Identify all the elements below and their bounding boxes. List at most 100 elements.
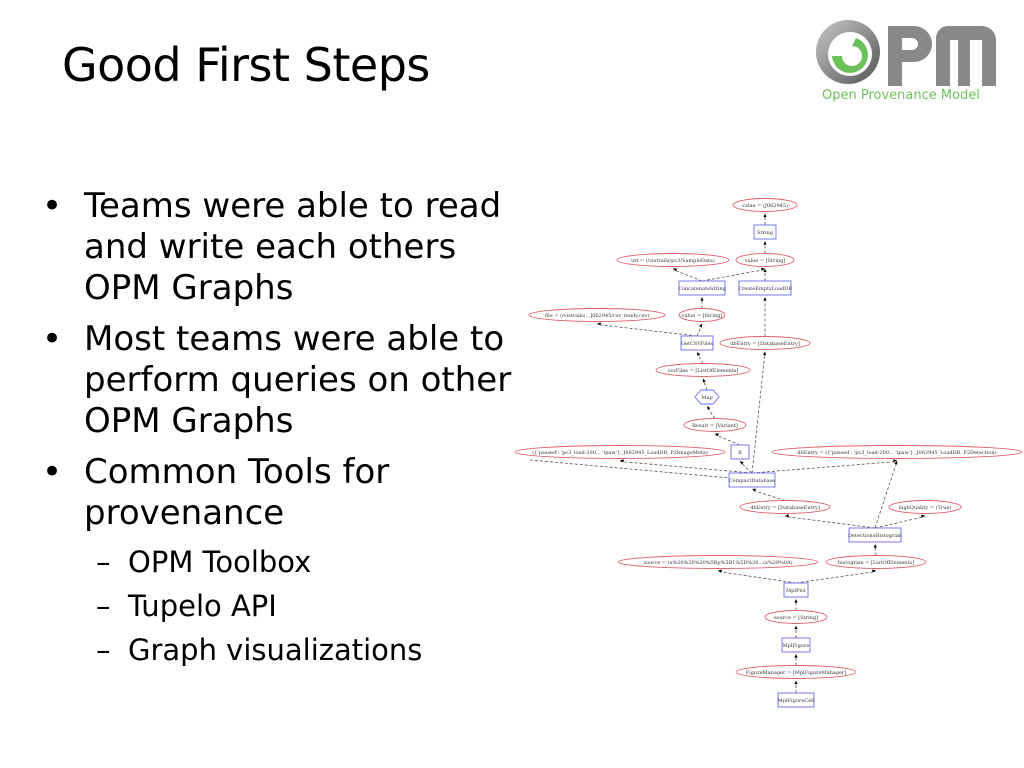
arrowhead-icon	[921, 514, 925, 518]
graph-node-ellipse: dbEntry = ({'passed': 'pc3_load-200... '…	[771, 445, 1023, 459]
artifact-ellipse	[888, 500, 962, 514]
graph-node-ellipse: histogram = [ListOfElements]	[825, 555, 927, 569]
sub-bullet-text: Tupelo API	[128, 589, 277, 623]
arrowhead-icon	[761, 267, 765, 271]
arrowhead-icon	[763, 268, 767, 273]
arrowhead-icon	[700, 297, 704, 301]
artifact-ellipse	[617, 555, 819, 569]
arrowhead-icon	[752, 488, 756, 492]
graph-node-box: MplFigure	[781, 637, 811, 653]
artifact-ellipse	[825, 555, 927, 569]
opm-logo	[816, 20, 996, 86]
graph-node-label: MplFigureCell	[778, 698, 815, 704]
graph-node-label: source = [String]	[774, 615, 818, 621]
graph-node-ellipse: highQuality = (True)	[888, 500, 962, 514]
arrowhead-icon	[872, 569, 876, 573]
graph-edge	[739, 461, 753, 474]
swirl-green	[832, 38, 868, 73]
graph-node-label: dbEntry = [DatabaseEntry]	[750, 505, 820, 511]
arrowhead-icon	[763, 351, 767, 356]
dash-glyph: –	[96, 589, 111, 623]
process-box	[730, 444, 750, 460]
graph-node-hexagon: Map	[694, 389, 720, 405]
artifact-ellipse	[678, 308, 726, 322]
process-box	[728, 472, 776, 488]
arrowhead-icon	[718, 569, 722, 573]
artifact-ellipse	[528, 308, 666, 322]
graph-node-label: csvFiles = [ListOfElements]	[668, 368, 739, 374]
process-box	[753, 224, 777, 240]
artifact-ellipse	[732, 198, 798, 212]
graph-node-label: MplPlot	[786, 588, 806, 594]
arrowhead-icon	[794, 599, 798, 603]
process-box	[783, 582, 809, 598]
graph-node-box: GetCSVFiles	[680, 335, 714, 351]
sub-bullet-text: Graph visualizations	[128, 633, 423, 667]
bullet-item: •Common Tools for provenance –OPM Toolbo…	[40, 452, 530, 672]
bullet-glyph: •	[42, 186, 63, 226]
graph-node-ellipse: dbEntry = [DatabaseEntry]	[739, 500, 831, 514]
graph-node-box: DetectionsHistogram	[848, 527, 902, 543]
sub-bullet-item: –Graph visualizations	[84, 628, 530, 672]
graph-node-box: MplFigureCell	[777, 692, 815, 708]
arrowhead-icon	[763, 297, 767, 301]
graph-node-label: url = (/vistrails/pc3/SampleData)	[631, 257, 715, 264]
arrowhead-icon	[707, 406, 711, 410]
graph-node-label: GetCSVFiles	[681, 341, 713, 347]
graph-edge	[702, 379, 708, 391]
process-box	[777, 692, 815, 708]
artifact-ellipse	[771, 445, 1023, 459]
process-box	[781, 637, 811, 653]
graph-edge	[701, 269, 766, 282]
graph-edge	[619, 461, 753, 474]
graph-node-box: MplPlot	[783, 582, 809, 598]
artifact-ellipse	[764, 610, 828, 624]
graph-node-ellipse: csvFiles = [ListOfElements]	[655, 363, 751, 377]
graph-node-box: If	[730, 444, 750, 460]
graph-node-box: String	[753, 224, 777, 240]
graph-node-ellipse: source = [String]	[764, 610, 828, 624]
graph-node-ellipse: value = [String]	[735, 253, 795, 267]
graph-edge	[717, 571, 797, 584]
process-box	[680, 335, 714, 351]
process-hexagon	[694, 389, 720, 405]
dash-glyph: –	[96, 545, 111, 579]
graph-node-box: CompactDatabase	[728, 472, 776, 488]
graph-node-box: CreateEmptyLoadDB	[738, 280, 792, 296]
arrowhead-icon	[597, 322, 601, 326]
graph-node-label: dbEntry = ({'passed': 'pc3_load-200... '…	[797, 449, 996, 456]
graph-edge	[672, 269, 703, 282]
slide-title: Good First Steps	[62, 38, 430, 92]
arrowhead-icon	[794, 680, 798, 685]
process-box	[738, 280, 792, 296]
sub-bullet-item: –OPM Toolbox	[84, 540, 530, 584]
arrowhead-icon	[785, 514, 789, 518]
graph-edge	[751, 352, 766, 474]
arrowhead-icon	[893, 459, 897, 463]
graph-node-ellipse: FigureManager = [MplFigureManager]	[735, 665, 857, 679]
arrowhead-icon	[794, 654, 798, 658]
arrowhead-icon	[697, 352, 701, 356]
arrowhead-icon	[699, 323, 702, 328]
graph-node-label: highQuality = (True)	[899, 504, 952, 511]
graph-node-label: value = (J062945)	[741, 202, 788, 209]
graph-edge	[751, 461, 898, 474]
bullet-item: •Most teams were able to perform queries…	[40, 319, 530, 442]
arrowhead-icon	[620, 459, 624, 463]
arrowhead-icon	[673, 268, 677, 272]
graph-edge	[795, 571, 877, 584]
artifact-ellipse	[735, 665, 857, 679]
graph-edge	[596, 324, 698, 337]
graph-node-label: value = [String]	[681, 313, 723, 319]
graph-edge	[751, 489, 786, 501]
graph-node-label: CompactDatabase	[729, 478, 775, 484]
sub-bullet-item: –Tupelo API	[84, 584, 530, 628]
sub-bullet-list: –OPM Toolbox –Tupelo API –Graph visualiz…	[84, 540, 530, 672]
artifact-ellipse	[683, 418, 747, 432]
graph-node-ellipse: url = (/vistrails/pc3/SampleData)	[616, 253, 730, 267]
arrowhead-icon	[873, 544, 877, 548]
graph-node-ellipse: ({'passed': 'pc3_load-200... 'ipaw'}, J0…	[514, 445, 726, 459]
graph-edge	[874, 544, 877, 556]
graph-node-ellipse: file = (/vistrails/...J062945/csv_ready.…	[528, 308, 666, 322]
graph-node-label: dbEntry = [DatabaseEntry]	[730, 341, 800, 347]
